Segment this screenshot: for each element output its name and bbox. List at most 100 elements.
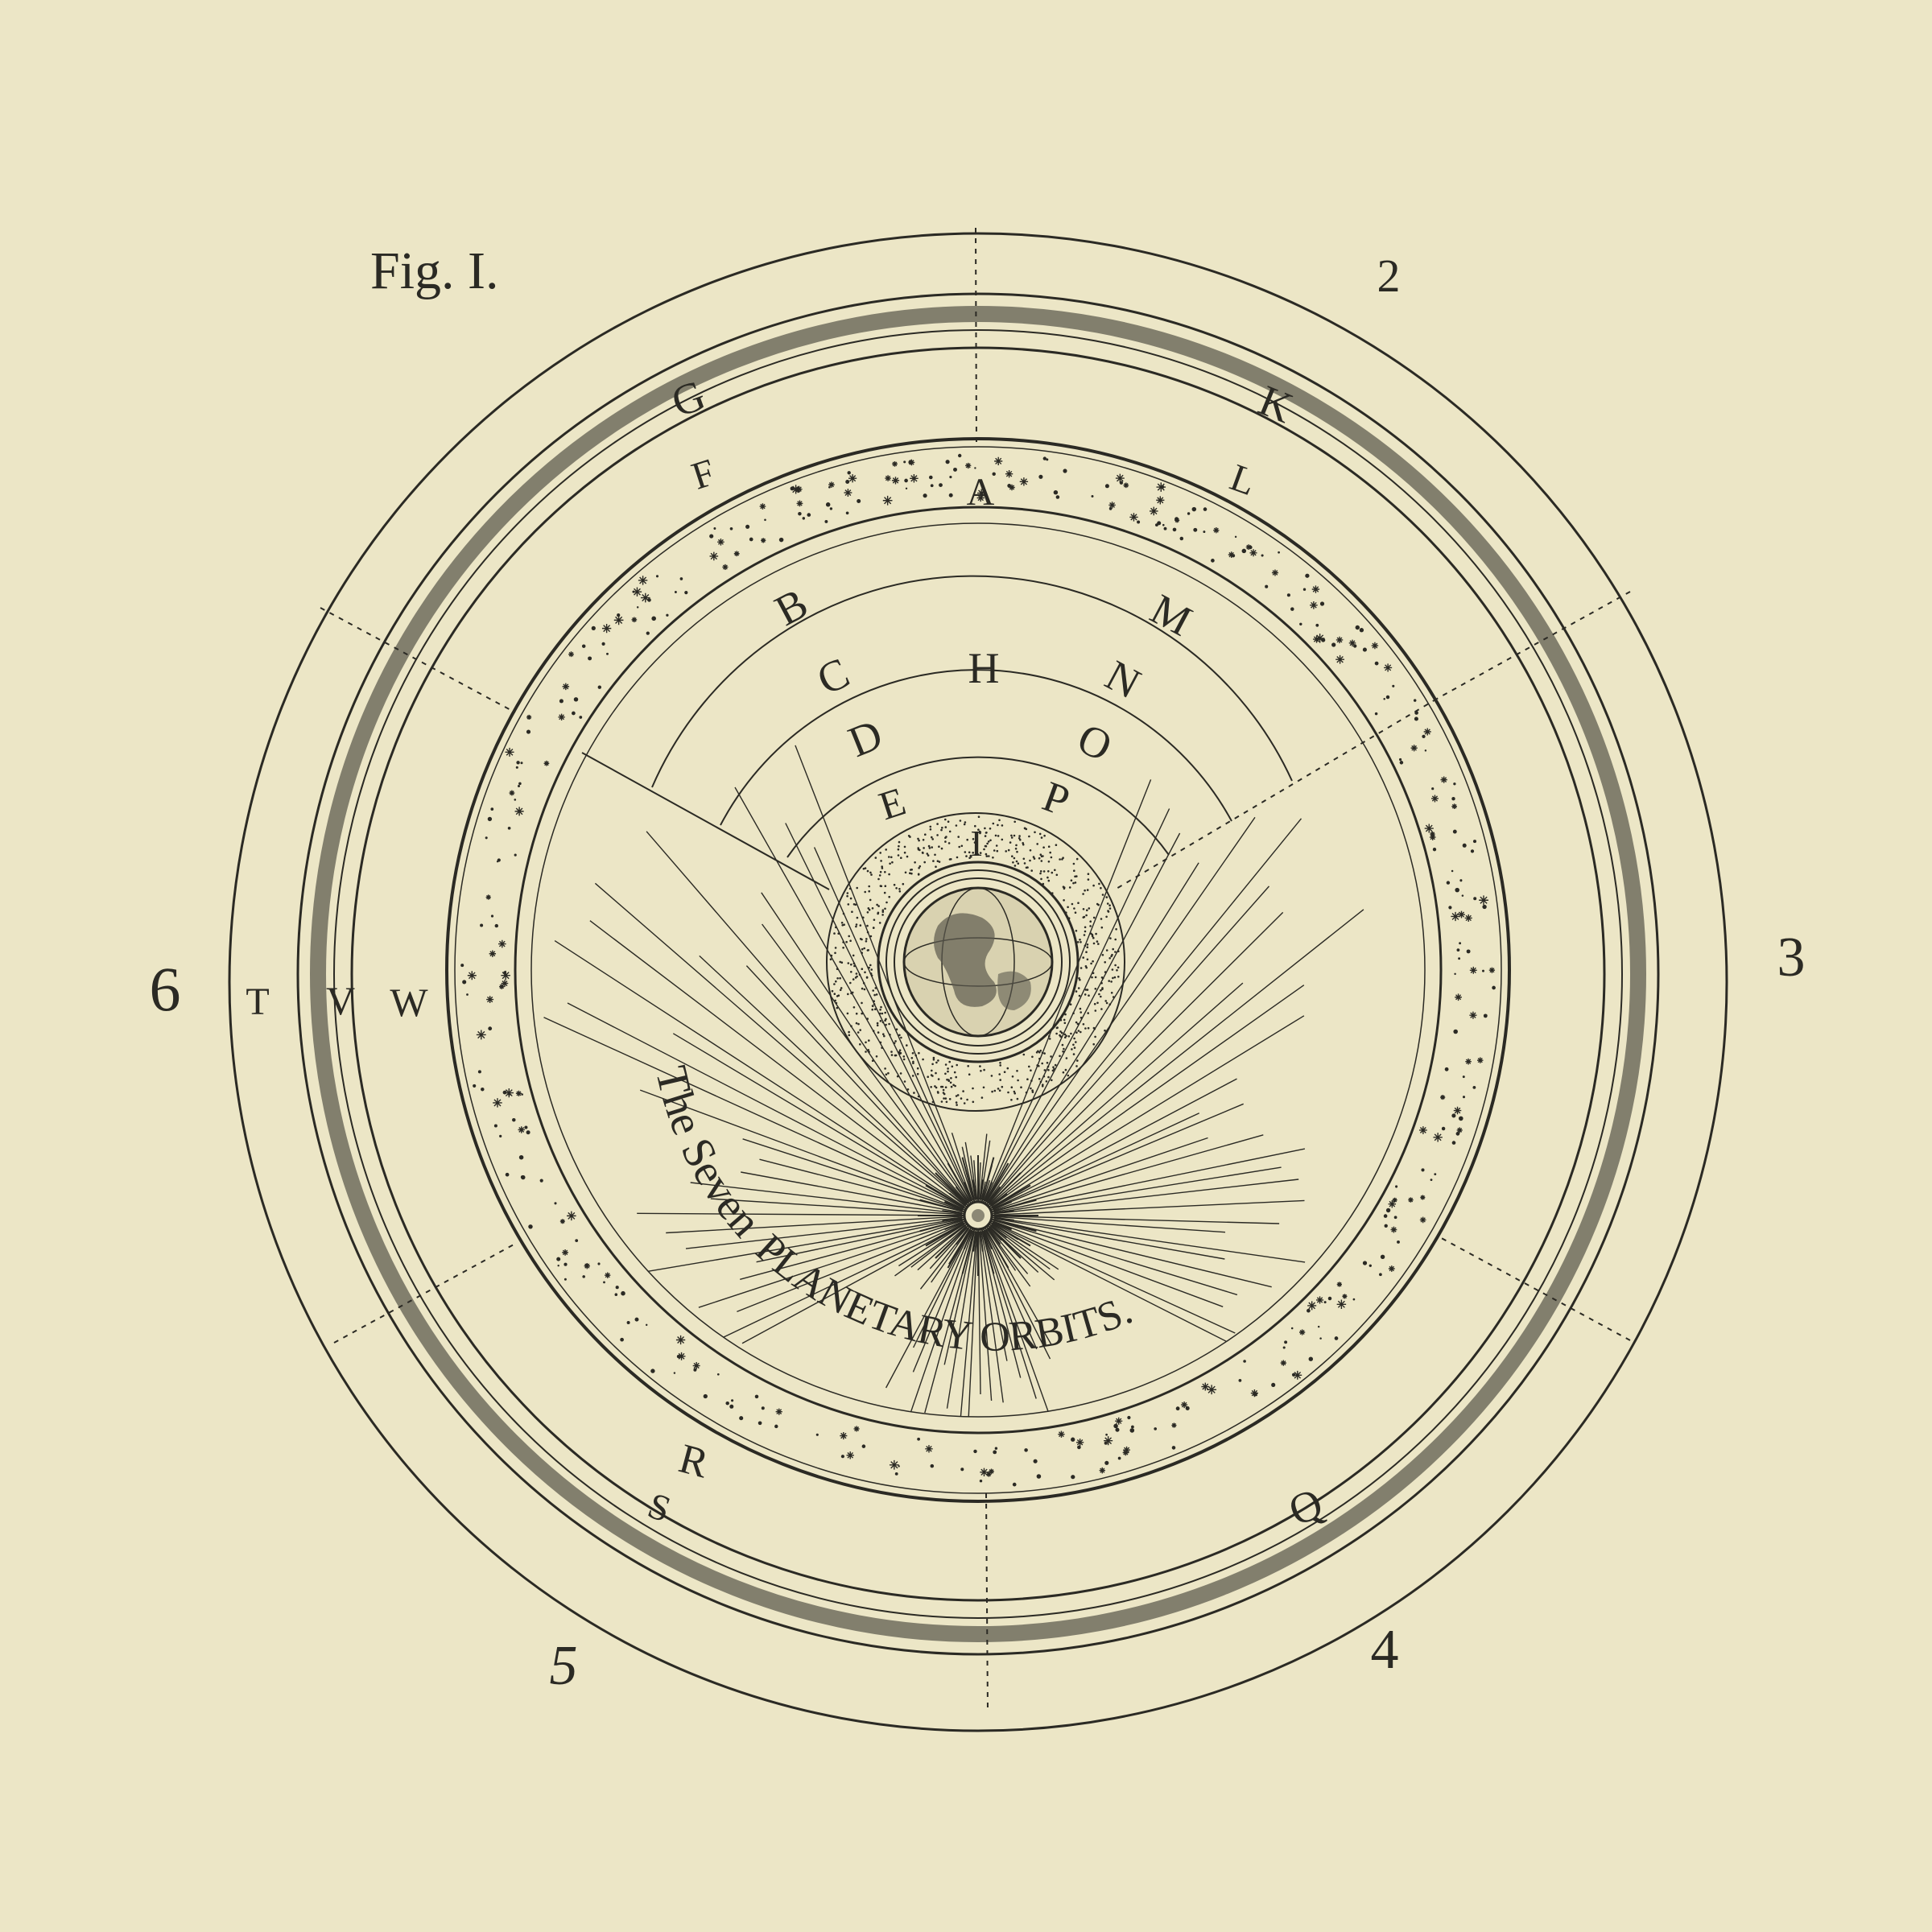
stipple-dot bbox=[1088, 907, 1091, 910]
star bbox=[641, 592, 650, 603]
stipple-dot bbox=[949, 1081, 952, 1084]
star bbox=[632, 587, 642, 597]
star bbox=[1433, 1133, 1443, 1142]
sun-ray bbox=[986, 862, 1199, 1203]
star bbox=[526, 1130, 530, 1135]
stipple-dot bbox=[847, 993, 849, 996]
stipple-dot bbox=[947, 1070, 949, 1073]
star bbox=[994, 456, 1003, 465]
star bbox=[1383, 698, 1385, 700]
sun-ray bbox=[741, 1171, 963, 1214]
star bbox=[679, 577, 683, 580]
stipple-dot bbox=[917, 1095, 920, 1098]
star bbox=[502, 1090, 507, 1095]
stipple-dot bbox=[833, 993, 836, 995]
stipple-dot bbox=[1074, 881, 1077, 884]
star bbox=[1265, 584, 1269, 588]
stipple-dot bbox=[996, 849, 999, 852]
stipple-dot bbox=[912, 1060, 914, 1063]
star bbox=[677, 1352, 686, 1360]
stipple-dot bbox=[1047, 1075, 1050, 1079]
star bbox=[1430, 1179, 1433, 1182]
stipple-dot bbox=[866, 924, 869, 927]
star bbox=[845, 480, 850, 484]
stipple-dot bbox=[842, 947, 844, 949]
sun-ray bbox=[991, 1224, 1059, 1270]
stipple-dot bbox=[1046, 1065, 1050, 1068]
sun-ray bbox=[964, 1141, 976, 1200]
sun-ray bbox=[993, 1134, 1264, 1212]
stipple-dot bbox=[1092, 884, 1095, 887]
sun-ray bbox=[992, 1222, 1271, 1364]
stipple-dot bbox=[881, 867, 884, 869]
star bbox=[1414, 716, 1418, 721]
stipple-dot bbox=[1063, 1047, 1065, 1051]
star bbox=[1156, 496, 1165, 505]
star bbox=[1483, 1013, 1488, 1018]
star bbox=[1455, 1132, 1460, 1136]
stipple-dot bbox=[934, 1085, 936, 1088]
star bbox=[581, 644, 586, 648]
stipple-dot bbox=[854, 903, 857, 906]
stipple-dot bbox=[991, 1090, 993, 1093]
star bbox=[1371, 642, 1379, 650]
stipple-dot bbox=[903, 845, 906, 848]
star bbox=[1388, 1199, 1397, 1208]
sun-ray bbox=[785, 823, 972, 1202]
stipple-dot bbox=[876, 1024, 879, 1027]
sun-rays bbox=[543, 745, 1364, 1417]
star bbox=[1432, 848, 1437, 852]
stipple-dot bbox=[1098, 882, 1100, 886]
stipple-dot bbox=[868, 1039, 870, 1042]
star bbox=[1315, 623, 1319, 627]
star bbox=[473, 1084, 477, 1088]
star bbox=[798, 511, 802, 516]
stipple-dot bbox=[911, 1075, 914, 1077]
stipple-dot bbox=[1100, 989, 1102, 992]
stipple-dot bbox=[977, 828, 980, 831]
star bbox=[675, 1335, 686, 1345]
star bbox=[1271, 1382, 1276, 1387]
star bbox=[891, 477, 900, 485]
star bbox=[1310, 601, 1318, 609]
star bbox=[597, 1262, 601, 1265]
stipple-dot bbox=[1075, 990, 1078, 993]
star bbox=[1307, 1301, 1317, 1311]
stipple-dot bbox=[958, 845, 960, 848]
sun-ray bbox=[795, 745, 973, 1201]
numeral-6: 6 bbox=[150, 954, 181, 1024]
stipple-dot bbox=[1077, 1030, 1080, 1032]
stipple-dot bbox=[840, 987, 843, 989]
stipple-dot bbox=[1092, 916, 1096, 919]
star bbox=[520, 762, 523, 765]
stipple-dot bbox=[1097, 943, 1100, 945]
star bbox=[1348, 639, 1356, 647]
star bbox=[557, 1264, 559, 1267]
star bbox=[518, 1154, 524, 1160]
stipple-dot bbox=[1079, 939, 1081, 941]
sun-ray bbox=[993, 1215, 1280, 1224]
star bbox=[1293, 1370, 1302, 1380]
star bbox=[815, 1433, 819, 1436]
star bbox=[1454, 972, 1456, 976]
star bbox=[1492, 985, 1496, 990]
star bbox=[521, 1174, 526, 1180]
stipple-dot bbox=[998, 1073, 1001, 1075]
stipple-dot bbox=[1073, 1046, 1076, 1049]
stipple-dot bbox=[944, 1086, 947, 1088]
stipple-dot bbox=[1095, 932, 1097, 935]
sun-ray bbox=[639, 1089, 964, 1211]
star bbox=[739, 1416, 744, 1421]
star bbox=[676, 1355, 680, 1359]
star bbox=[908, 460, 913, 464]
letter-V: V bbox=[326, 978, 355, 1023]
sun-spike bbox=[963, 1228, 974, 1249]
star bbox=[1311, 585, 1320, 593]
stipple-dot bbox=[855, 925, 857, 928]
stipple-dot bbox=[1101, 894, 1104, 896]
stipple-dot bbox=[948, 830, 952, 833]
stipple-dot bbox=[1098, 993, 1100, 996]
stipple-dot bbox=[1041, 1062, 1043, 1065]
stipple-dot bbox=[900, 1036, 902, 1039]
stipple-dot bbox=[899, 1072, 902, 1075]
